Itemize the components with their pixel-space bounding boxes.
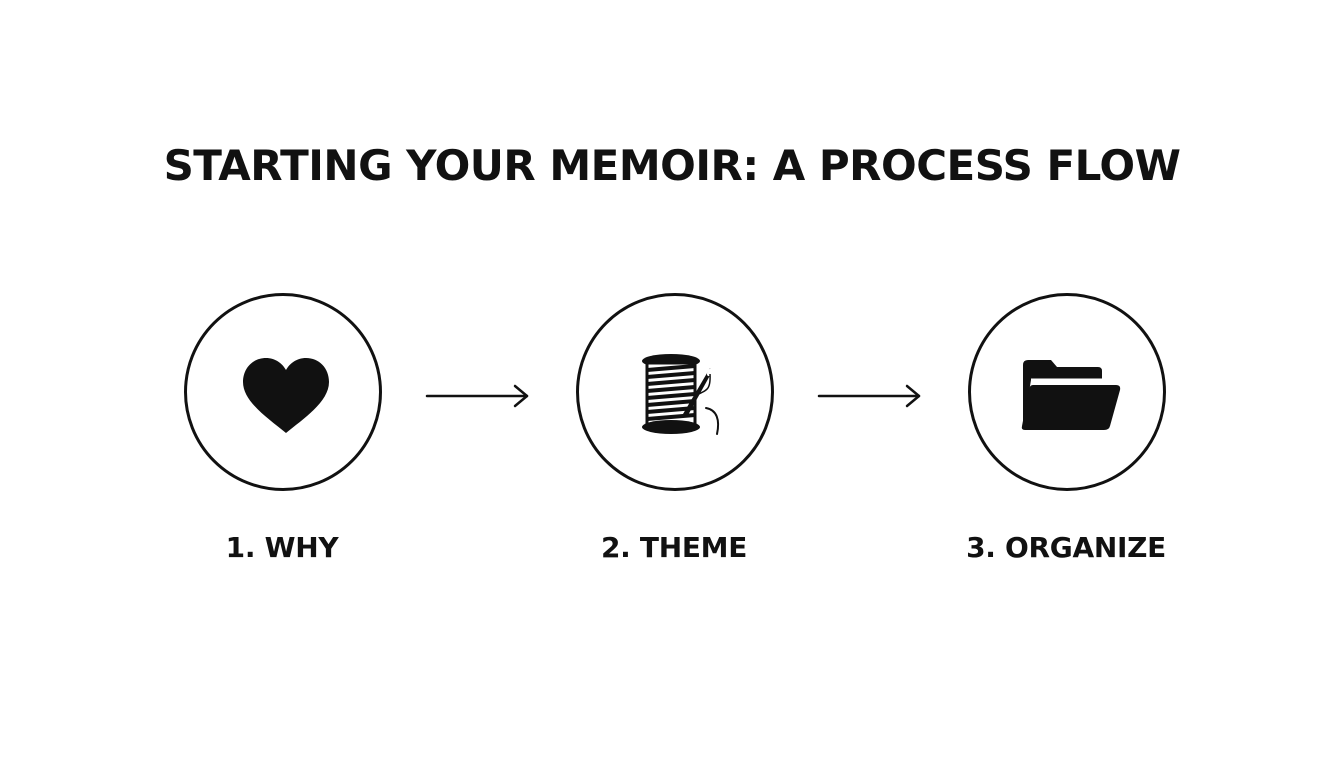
arrow-right-icon — [425, 384, 529, 408]
step-2-circle — [576, 293, 774, 491]
thread-spool-needle-icon — [642, 354, 720, 435]
step-2-label: 2. THEME — [600, 531, 748, 564]
arrow-right-icon — [817, 384, 921, 408]
step-3-circle — [968, 293, 1166, 491]
step-1-circle — [184, 293, 382, 491]
diagram-title: STARTING YOUR MEMOIR: A PROCESS FLOW — [163, 141, 1181, 190]
step-1-label: 1. WHY — [225, 531, 339, 564]
heart-icon — [243, 358, 329, 433]
step-3-label: 3. ORGANIZE — [966, 531, 1166, 564]
folder-icon — [1021, 360, 1121, 430]
